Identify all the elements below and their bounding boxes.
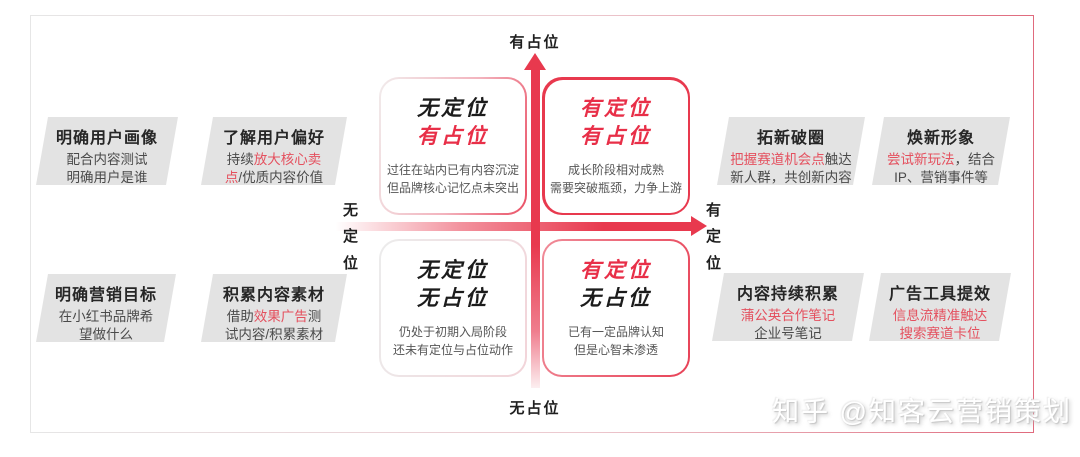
side-box-title: 焕新形象 xyxy=(906,130,975,147)
side-box-body: 持续放大核心卖点/优质内容价值 xyxy=(224,152,324,186)
strategy-box-marketing-goal: 明确营销目标 在小红书品牌希望做什么 xyxy=(36,274,176,343)
side-box-body: 信息流精准触达搜索赛道卡位 xyxy=(892,308,988,342)
side-box-title: 明确营销目标 xyxy=(54,287,157,304)
up-arrow-icon xyxy=(524,53,546,70)
strategy-box-ad-tools: 广告工具提效 信息流精准触达搜索赛道卡位 xyxy=(869,273,1011,342)
quadrant-body: 成长阶段相对成熟需要突破瓶颈，力争上游 xyxy=(549,162,682,195)
zhihu-watermark: 知乎 @知客云营销策划 xyxy=(772,397,1072,427)
side-box-title: 了解用户偏好 xyxy=(222,130,325,147)
axis-label-right: 有定位 xyxy=(705,202,721,272)
side-box-title: 拓新破圈 xyxy=(756,130,825,147)
side-box-title: 广告工具提效 xyxy=(888,286,991,303)
quadrant-body: 过往在站内已有内容沉淀但品牌核心记忆点未突出 xyxy=(386,162,519,195)
strategy-box-user-persona: 明确用户画像 配合内容测试明确用户是谁 xyxy=(36,117,178,186)
axis-label-left: 无定位 xyxy=(342,202,358,272)
quadrant-has-positioning-has-presence: 有定位有占位 成长阶段相对成熟需要突破瓶颈，力争上游 xyxy=(542,77,690,215)
quadrant-no-positioning-no-presence: 无定位无占位 仍处于初期入局阶段还未有定位与占位动作 xyxy=(379,239,527,377)
side-box-body: 借助效果广告测试内容/积累素材 xyxy=(224,309,324,343)
quadrant-title: 有定位有占位 xyxy=(580,97,652,148)
quadrant-title: 有定位无占位 xyxy=(580,259,652,310)
quadrant-title: 无定位有占位 xyxy=(417,97,489,148)
quadrant-body: 仍处于初期入局阶段还未有定位与占位动作 xyxy=(392,324,513,357)
quadrant-has-positioning-no-presence: 有定位无占位 已有一定品牌认知但是心智未渗透 xyxy=(542,239,690,377)
side-box-body: 在小红书品牌希望做什么 xyxy=(58,309,154,343)
horizontal-axis-line xyxy=(335,222,693,231)
quadrant-body: 已有一定品牌认知但是心智未渗透 xyxy=(567,324,664,357)
quadrant-no-positioning-has-presence: 无定位有占位 过往在站内已有内容沉淀但品牌核心记忆点未突出 xyxy=(379,77,527,215)
axis-label-bottom: 无占位 xyxy=(509,400,561,417)
quadrant-title: 无定位无占位 xyxy=(417,259,489,310)
strategy-box-content-assets: 积累内容素材 借助效果广告测试内容/积累素材 xyxy=(201,274,347,343)
axis-label-top: 有占位 xyxy=(509,34,561,51)
strategy-box-content-accumulation: 内容持续积累 蒲公英合作笔记企业号笔记 xyxy=(712,273,864,342)
strategy-box-expand-circle: 拓新破圈 把握赛道机会点触达新人群，共创新内容 xyxy=(717,117,865,186)
side-box-body: 把握赛道机会点触达新人群，共创新内容 xyxy=(730,152,852,186)
side-box-title: 明确用户画像 xyxy=(55,130,158,147)
right-arrow-icon xyxy=(691,216,707,236)
side-box-title: 积累内容素材 xyxy=(222,287,325,304)
side-box-body: 配合内容测试明确用户是谁 xyxy=(66,152,148,186)
side-box-title: 内容持续积累 xyxy=(736,286,839,303)
strategy-box-user-preference: 了解用户偏好 持续放大核心卖点/优质内容价值 xyxy=(201,117,347,186)
side-box-body: 蒲公英合作笔记企业号笔记 xyxy=(740,308,836,342)
